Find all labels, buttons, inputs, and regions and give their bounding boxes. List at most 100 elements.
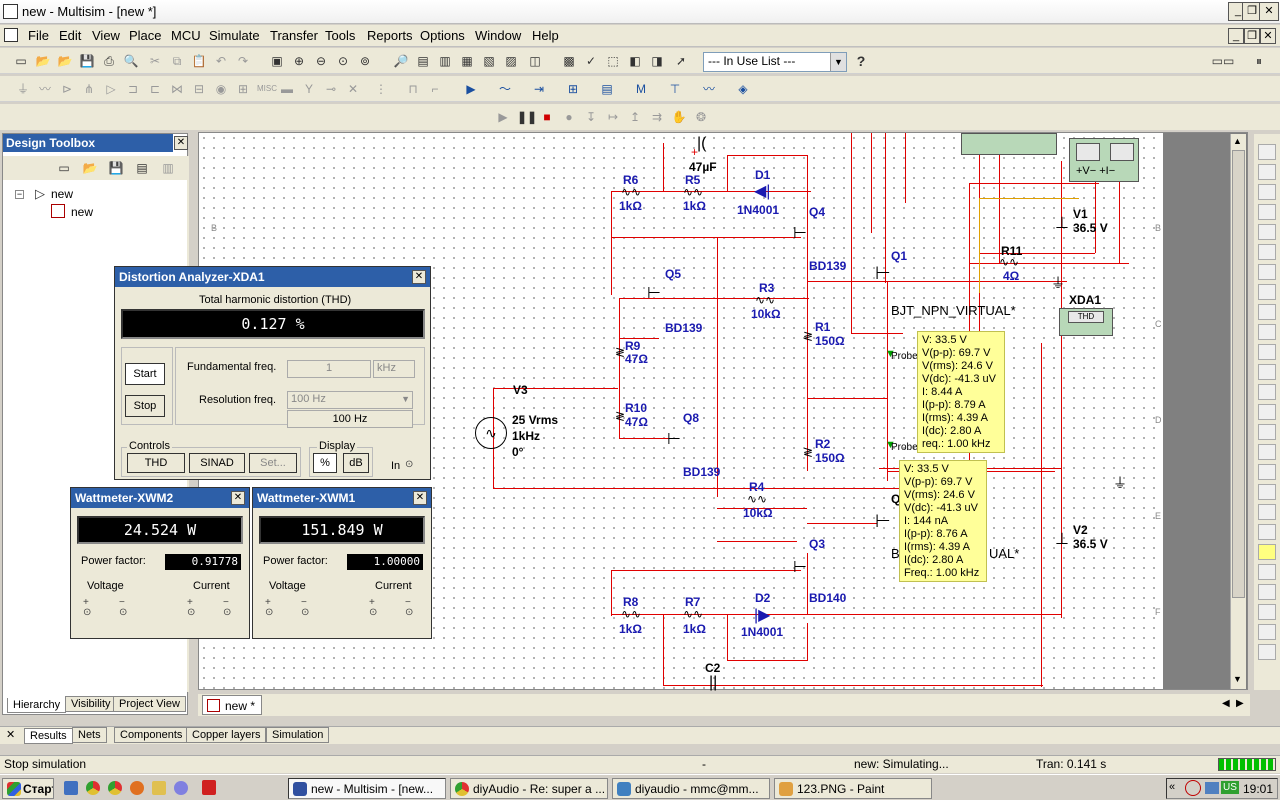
fund-freq-input[interactable]: 1 [287, 360, 371, 378]
wattmeter1-i-plus-terminal[interactable]: +⊙ [369, 597, 378, 618]
task-mail-diyaudio[interactable]: diyaudio - mmc@mm... [612, 778, 770, 799]
wattmeter1-v-minus-terminal[interactable]: −⊙ [301, 597, 310, 618]
scroll-up-icon[interactable]: ▲ [1233, 136, 1242, 146]
wattmeter1-i-minus-terminal[interactable]: −⊙ [405, 597, 414, 618]
wattmeter2-i-plus-terminal[interactable]: +⊙ [187, 597, 196, 618]
labview-icon[interactable] [1258, 504, 1276, 520]
open-design-icon[interactable]: 📂 [82, 161, 98, 175]
tab-hierarchy[interactable]: Hierarchy [7, 698, 67, 713]
scroll-down-icon[interactable]: ▼ [1233, 674, 1242, 684]
oscilloscope-icon[interactable] [1258, 204, 1276, 220]
task-multisim[interactable]: new - Multisim - [new... [288, 778, 446, 799]
tab-project-view[interactable]: Project View [113, 696, 186, 712]
forward-annotate-icon[interactable]: ◨ [651, 54, 663, 68]
wattmeter2-v-plus-terminal[interactable]: +⊙ [83, 597, 92, 618]
open-sample-icon[interactable]: 📂 [57, 54, 73, 68]
menu-file[interactable]: File [28, 28, 49, 43]
analog-icon[interactable]: ▷ [106, 82, 116, 96]
tab-scroll-left-icon[interactable]: ◀ [1222, 698, 1230, 709]
mixed-icon[interactable]: ⊟ [193, 82, 205, 96]
misc-digital-icon[interactable]: ⋈ [171, 82, 183, 96]
input-terminal-icon[interactable]: ⊙ [405, 459, 414, 470]
spreadsheet-icon[interactable]: ▤ [417, 54, 429, 68]
fund-freq-unit[interactable]: kHz [373, 360, 415, 378]
quicklaunch-firefox-icon[interactable] [130, 781, 144, 795]
network-analyzer-icon[interactable] [1258, 404, 1276, 420]
tree-expand-icon[interactable]: − [15, 189, 24, 199]
zoom-fit-icon[interactable]: ⊚ [359, 54, 371, 68]
tree-child-label[interactable]: new [71, 205, 94, 219]
stop-icon[interactable]: ■ [543, 110, 551, 124]
doc-minimize-button[interactable]: _ [1228, 28, 1244, 44]
probe-settings-icon[interactable] [1258, 624, 1276, 640]
hierarchical-icon[interactable]: ⋮ [375, 82, 387, 96]
quicklaunch-chrome-icon[interactable] [86, 781, 100, 795]
toggle-breadboard-icon[interactable]: ▭▭ [1211, 54, 1235, 68]
database-icon[interactable]: ▧ [483, 54, 495, 68]
instrument-logic-icon[interactable]: ◈ [738, 82, 748, 96]
transfer-icon[interactable]: ➚ [675, 54, 687, 68]
redo-icon[interactable]: ↷ [237, 54, 249, 68]
distortion-analyzer-icon[interactable] [1258, 364, 1276, 380]
bus-icon[interactable]: ⊓ [408, 82, 418, 96]
electromech-icon[interactable]: ⊸ [325, 82, 337, 96]
voltage-probe-icon[interactable] [1258, 584, 1276, 600]
ttl-icon[interactable]: ⊐ [127, 82, 139, 96]
tree-root-label[interactable]: new [51, 187, 74, 201]
bode-plotter-icon[interactable] [1258, 244, 1276, 260]
menu-view[interactable]: View [92, 28, 120, 43]
menu-place[interactable]: Place [129, 28, 162, 43]
step-over-icon[interactable]: ↦ [607, 110, 619, 124]
wattmeter2-v-minus-terminal[interactable]: −⊙ [119, 597, 128, 618]
grid-icon[interactable]: ▦ [461, 54, 473, 68]
find-icon[interactable]: 🔎 [393, 54, 409, 68]
canvas-vscrollbar[interactable]: ▲ ▼ [1230, 134, 1246, 689]
wattmeter-icon[interactable] [1258, 184, 1276, 200]
toolbox-close-icon[interactable]: ✕ [174, 136, 188, 150]
print-preview-icon[interactable]: 🔍 [123, 54, 139, 68]
new-icon[interactable]: ▭ [15, 54, 27, 68]
menu-help[interactable]: Help [532, 28, 559, 43]
tray-expand-icon[interactable]: « [1169, 781, 1176, 793]
res-freq-select[interactable]: 100 Hz ▼ [287, 391, 413, 409]
language-indicator[interactable]: US [1221, 781, 1239, 794]
doc-restore-button[interactable]: ❐ [1244, 28, 1260, 44]
basic-icon[interactable]: 〰 [38, 82, 51, 96]
erc-icon[interactable]: ▩ [563, 54, 575, 68]
frequency-counter-icon[interactable] [1258, 264, 1276, 280]
wattmeter2-close-icon[interactable]: ✕ [231, 491, 245, 505]
delete-sheet-icon[interactable]: ▥ [162, 161, 174, 175]
remove-breakpoints-icon[interactable]: ❂ [695, 110, 707, 124]
agilent-generator-icon[interactable] [1258, 424, 1276, 440]
tab-simulation[interactable]: Simulation [266, 727, 330, 743]
menu-edit[interactable]: Edit [59, 28, 82, 43]
wattmeter1-close-icon[interactable]: ✕ [413, 491, 427, 505]
logic-analyzer-icon[interactable] [1258, 304, 1276, 320]
step-out-icon[interactable]: ↥ [629, 110, 641, 124]
agilent-multimeter-icon[interactable] [1258, 444, 1276, 460]
in-use-list-select[interactable]: --- In Use List --- ▼ [703, 52, 847, 72]
thd-button[interactable]: THD [127, 453, 185, 473]
chevron-down-icon[interactable]: ▼ [830, 53, 846, 71]
percent-button[interactable]: % [313, 453, 337, 473]
copy-icon[interactable]: ⧉ [172, 54, 182, 68]
indicator-icon[interactable]: ◉ [215, 82, 227, 96]
iv-analyzer-icon[interactable] [1258, 344, 1276, 360]
grapher-icon[interactable]: ◫ [529, 54, 541, 68]
instrument-generator-icon[interactable]: 〜 [498, 82, 511, 96]
ni-elvis-icon[interactable] [1258, 524, 1276, 540]
menu-mcu[interactable]: MCU [171, 28, 201, 43]
function-generator-icon[interactable] [1258, 164, 1276, 180]
toolbox-icon[interactable]: ▥ [439, 54, 451, 68]
instrument-counter-icon[interactable]: ⊤ [669, 82, 681, 96]
four-channel-scope-icon[interactable] [1258, 224, 1276, 240]
save-icon[interactable]: 💾 [79, 54, 95, 68]
paste-icon[interactable]: 📋 [191, 54, 207, 68]
open-icon[interactable]: 📂 [35, 54, 51, 68]
menu-reports[interactable]: Reports [367, 28, 413, 43]
quicklaunch-media-icon[interactable] [174, 781, 188, 795]
instrument-multimeter-icon[interactable]: ▶ [466, 82, 476, 96]
start-button[interactable]: Старт [2, 778, 54, 799]
wattmeter1-v-plus-terminal[interactable]: +⊙ [265, 597, 274, 618]
instrument-bode-icon[interactable]: M [636, 82, 646, 96]
